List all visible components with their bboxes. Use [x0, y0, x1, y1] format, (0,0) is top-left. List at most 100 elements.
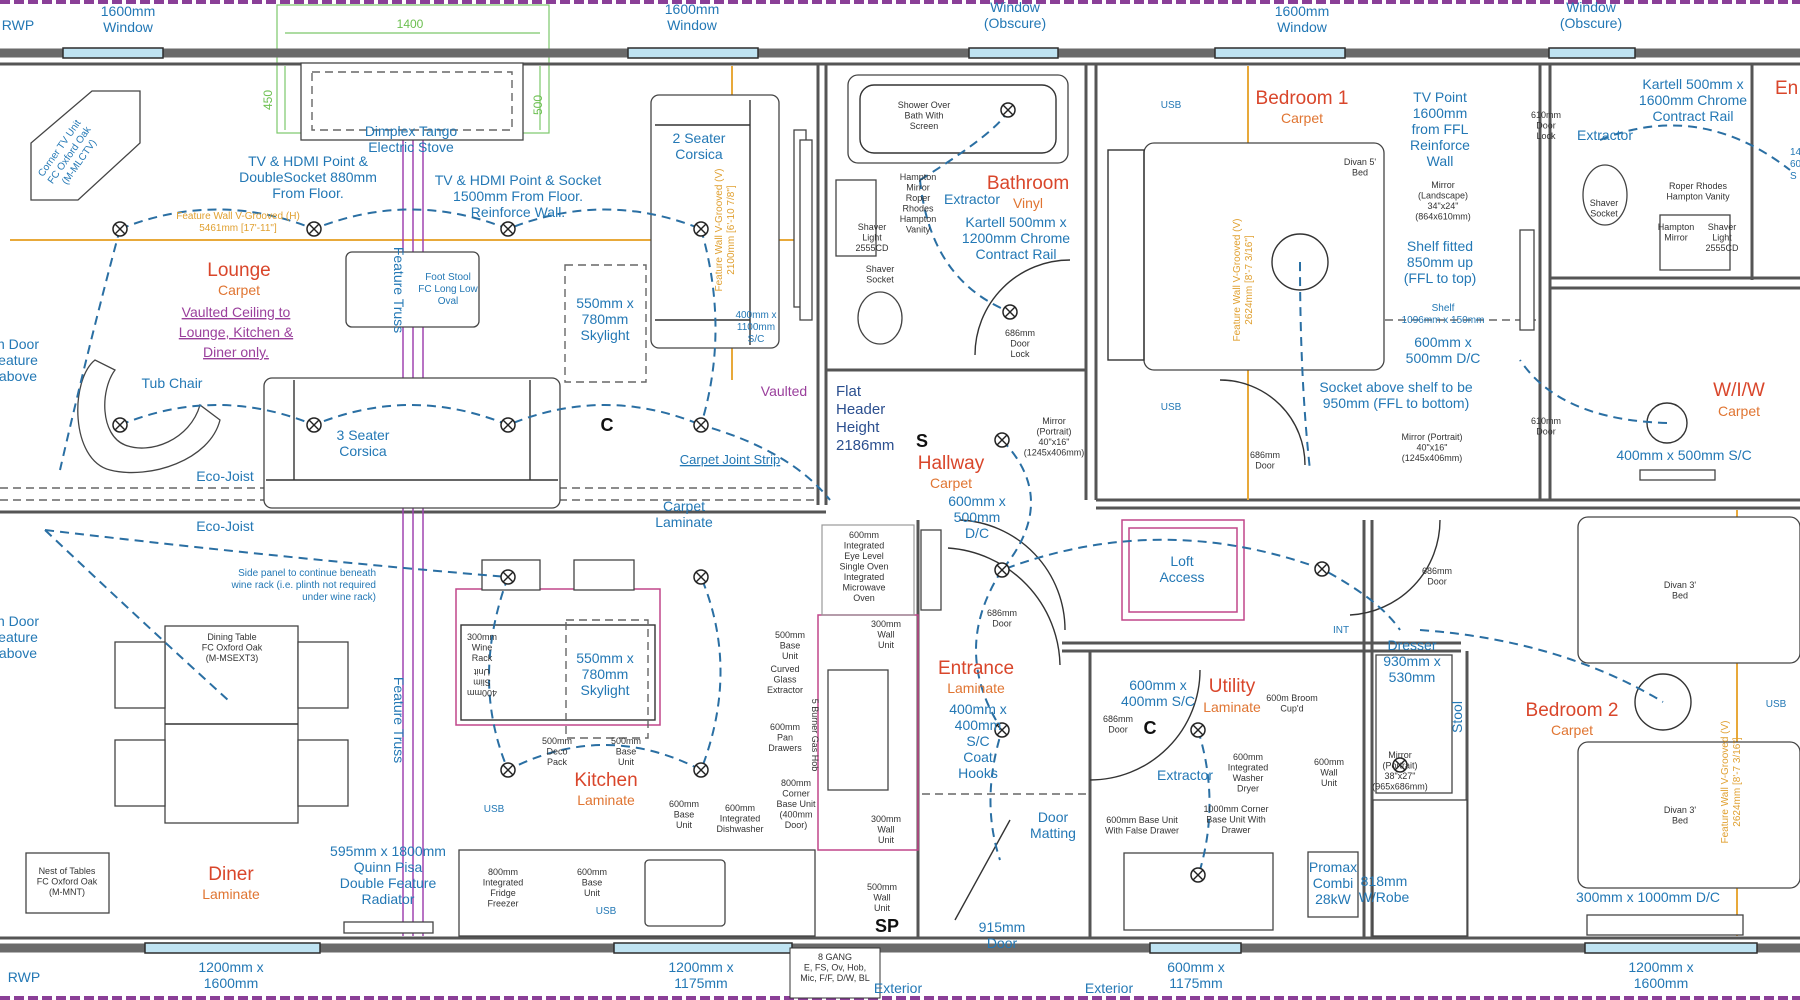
top3-label: Window(Obscure) — [984, 0, 1046, 31]
gang-switch-box — [789, 947, 881, 999]
label-line: 686mm — [1103, 714, 1133, 724]
dim-500-label: 500 — [531, 95, 545, 115]
label-line: 780mm — [582, 311, 629, 327]
label-line: 686mm — [987, 608, 1017, 618]
radiator-diner — [343, 921, 434, 934]
label-line: Mic, F/F, D/W, BL — [800, 973, 870, 983]
label-line: 1000mm Corner — [1203, 804, 1268, 814]
ceiling-light-icon — [1190, 722, 1206, 738]
ceiling-light-icon — [693, 569, 709, 585]
label-line: 600mm — [669, 799, 699, 809]
rwp-top-label: RWP — [2, 17, 34, 33]
label-line: Window — [1277, 19, 1328, 35]
label-line: Eye Level — [844, 551, 884, 561]
label-line: Shaver — [858, 222, 887, 232]
label-line: Pan — [777, 733, 793, 743]
kitchen-floor-label: Laminate — [577, 792, 635, 808]
label-line: Mirror — [906, 183, 930, 193]
label-line: Dishwasher — [716, 824, 763, 834]
label-line: 1175mm — [674, 975, 727, 991]
label-line: under wine rack) — [302, 592, 376, 603]
window-bottom-4 — [1584, 942, 1758, 954]
label-line: Deco — [546, 747, 567, 757]
label-line: Window — [990, 0, 1041, 15]
label-line: 1600mm — [1413, 105, 1467, 121]
label-line: Radiator — [362, 891, 415, 907]
ceiling-light-icon — [994, 562, 1010, 578]
wiw-floor-label: Carpet — [1718, 403, 1760, 419]
label-line: Slim — [473, 678, 491, 688]
c-symbol-2-label: C — [1144, 718, 1157, 738]
label-line: Single Oven — [839, 562, 888, 572]
label-line: 800mm — [781, 778, 811, 788]
label-line: Roper — [906, 193, 931, 203]
label-line: Hooks — [958, 765, 998, 781]
bathroom-fixtures — [799, 74, 1071, 356]
kitchen-island — [455, 588, 661, 726]
label-line: Extractor — [767, 685, 803, 695]
label-line: TV & HDMI Point & — [248, 153, 368, 169]
label-line: Door) — [785, 820, 808, 830]
label-line: Base — [616, 747, 637, 757]
label-line: 14 — [1790, 147, 1800, 158]
label-line: 1096mm x 150mm — [1402, 315, 1485, 326]
label-line: 2555CD — [855, 243, 889, 253]
label-line: S/C — [966, 733, 989, 749]
label-line: (Landscape) — [1418, 191, 1468, 201]
kitchen-counter — [458, 849, 816, 937]
hallway-floor-label: Carpet — [930, 475, 972, 491]
label-line: (Portrait) — [1036, 427, 1071, 437]
utility-floor-label: Laminate — [1203, 699, 1261, 715]
label-line: n Door — [0, 336, 39, 352]
label-line: Door — [1108, 725, 1128, 735]
label-line: Feature Wall V-Grooved (V) — [714, 168, 725, 291]
label-line: Base — [674, 810, 695, 820]
label-line: 2624mm [8'-7 3/16"] — [1244, 235, 1255, 325]
label-line: 1600mm — [101, 3, 155, 19]
exterior-2-label: Exterior — [1085, 980, 1134, 996]
label-line: Door — [1536, 427, 1556, 437]
label-line: Base — [582, 878, 603, 888]
label-line: Skylight — [580, 327, 629, 343]
window-top-3 — [968, 47, 1059, 59]
label-line: 2555CD — [1705, 243, 1739, 253]
label-line: Unit — [878, 835, 895, 845]
ceiling-light-icon — [994, 722, 1010, 738]
label-line: (Portrait) — [1382, 761, 1417, 771]
ensuite-vanity — [1659, 214, 1731, 271]
label-line: Wine — [472, 643, 493, 653]
skylight-lounge — [564, 264, 647, 383]
label-line: Unit — [878, 640, 895, 650]
bedroom1-floor-label: Carpet — [1281, 110, 1323, 126]
label-line: 600mm x — [1167, 959, 1225, 975]
label-line: Feature Wall V-Grooved (V) — [1720, 720, 1731, 843]
label-line: 600mm — [577, 867, 607, 877]
ceiling-light-bedroom2 — [1634, 673, 1692, 731]
bathroom-name-label: Bathroom — [987, 173, 1069, 194]
label-line: Lock — [1536, 131, 1556, 141]
label-line: 1600mm — [204, 975, 258, 991]
skylight-kitchen — [565, 619, 649, 739]
label-line: 400mm S/C — [1121, 693, 1195, 709]
vanity — [835, 179, 877, 257]
ceiling-light-icon — [693, 762, 709, 778]
mirror-landscape-label: Mirror(Landscape)34"x24"(864x610mm) — [1415, 180, 1471, 222]
int-label: INT — [1333, 625, 1349, 636]
label-line: 930mm x — [1383, 653, 1441, 669]
